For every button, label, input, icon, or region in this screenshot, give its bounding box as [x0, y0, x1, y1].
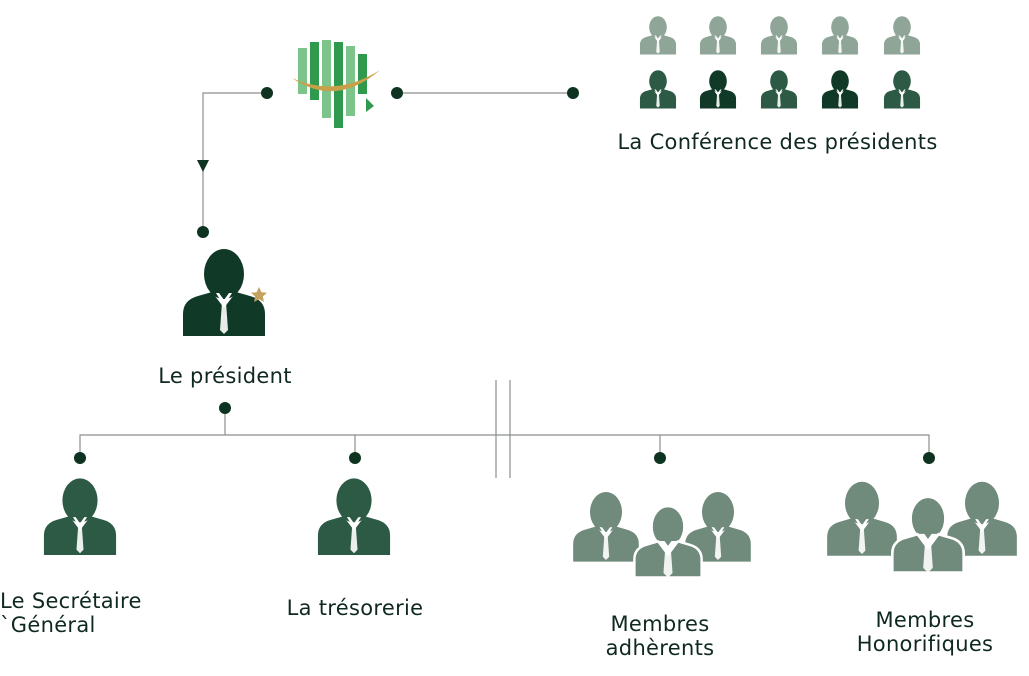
- conference-person-icon: [639, 70, 677, 109]
- members-group-icon: [573, 492, 751, 579]
- connector-dot: [261, 87, 273, 99]
- treasury-label: La trésorerie: [286, 596, 424, 620]
- connector-line: [79, 434, 930, 458]
- connector-dot: [219, 402, 231, 414]
- conference-person-icon: [821, 70, 859, 109]
- connector-dot: [923, 452, 935, 464]
- members-label: Membres adhèrents: [605, 612, 715, 661]
- conference-person-icon: [760, 16, 798, 55]
- arrow-down-icon: [197, 160, 209, 172]
- honorary-group-icon: [827, 481, 1017, 574]
- connector-lines: [79, 92, 930, 478]
- secretary-person-icon: [43, 478, 117, 555]
- conference-person-icon: [821, 16, 859, 55]
- star-icon: [251, 287, 267, 302]
- connector-dot: [391, 87, 403, 99]
- connector-dot: [567, 87, 579, 99]
- conference-person-icon: [760, 70, 798, 109]
- conference-person-icon: [883, 16, 921, 55]
- connector-dot: [654, 452, 666, 464]
- president-label: Le président: [158, 364, 292, 388]
- conference-person-icon: [699, 16, 737, 55]
- connector-dot: [197, 226, 209, 238]
- africa-map-logo-icon: [292, 40, 380, 128]
- connector-dot: [349, 452, 361, 464]
- president-icon: [183, 249, 265, 336]
- treasury-person-icon: [317, 478, 391, 555]
- connector-dot: [74, 452, 86, 464]
- group-of-ten-icon: [639, 16, 921, 109]
- secretary-label: Le Secrétaire `Général: [0, 589, 142, 638]
- conference-person-icon: [699, 70, 737, 109]
- connector-dots: [74, 87, 935, 464]
- conference-person-icon: [639, 16, 677, 55]
- conference-person-icon: [883, 70, 921, 109]
- connector-line: [202, 92, 267, 232]
- conference-label: La Conférence des présidents: [617, 130, 938, 154]
- honorary-label: Membres Honorifiques: [856, 608, 994, 657]
